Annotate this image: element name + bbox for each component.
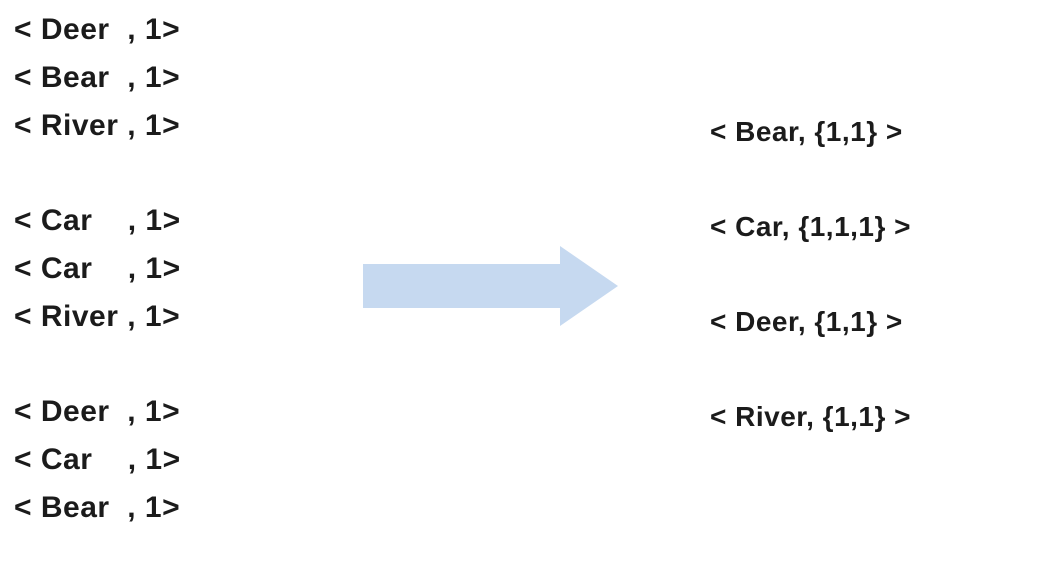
pair-group-2: < Car , 1> < Car , 1> < River , 1> bbox=[14, 197, 181, 341]
key-value-pair: < River , 1> bbox=[14, 300, 181, 333]
grouped-key-values: < Car, {1,1,1} > bbox=[710, 211, 912, 242]
grouped-key-values: < Bear, {1,1} > bbox=[710, 116, 903, 147]
grouped-key-values: < Deer, {1,1} > bbox=[710, 306, 903, 337]
transform-arrow bbox=[363, 246, 618, 326]
right-arrow-icon bbox=[363, 246, 618, 326]
grouped-key-values: < River, {1,1} > bbox=[710, 401, 912, 432]
mapped-pairs-column: < Deer , 1> < Bear , 1> < River , 1> < C… bbox=[14, 6, 181, 579]
pair-group-3: < Deer , 1> < Car , 1> < Bear , 1> bbox=[14, 388, 181, 532]
key-value-pair: < Bear , 1> bbox=[14, 61, 181, 94]
key-value-pair: < Deer , 1> bbox=[14, 13, 181, 46]
key-value-pair: < Deer , 1> bbox=[14, 395, 181, 428]
key-value-pair: < Car , 1> bbox=[14, 252, 181, 285]
key-value-pair: < River , 1> bbox=[14, 109, 181, 142]
key-value-pair: < Bear , 1> bbox=[14, 491, 181, 524]
key-value-pair: < Car , 1> bbox=[14, 443, 181, 476]
pair-group-1: < Deer , 1> < Bear , 1> < River , 1> bbox=[14, 6, 181, 150]
grouped-pairs-column: < Bear, {1,1} > < Car, {1,1,1} > < Deer,… bbox=[710, 112, 911, 492]
mapreduce-shuffle-diagram: < Deer , 1> < Bear , 1> < River , 1> < C… bbox=[14, 13, 911, 524]
right-arrow-shape bbox=[363, 246, 618, 326]
key-value-pair: < Car , 1> bbox=[14, 204, 181, 237]
